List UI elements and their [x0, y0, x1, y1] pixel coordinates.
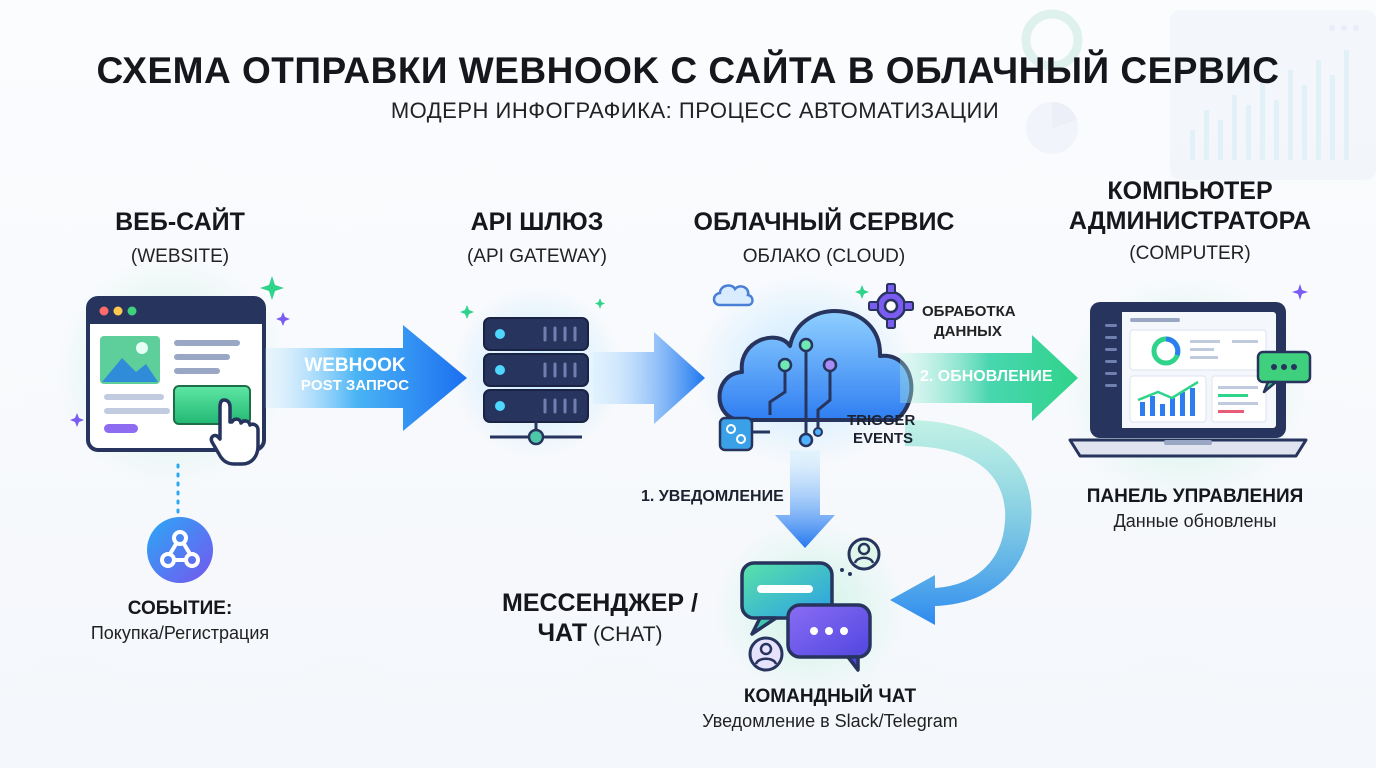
webhook-arrow-label: WEBHOOK POST ЗАПРОС: [290, 356, 420, 396]
computer-header: КОМПЬЮТЕР АДМИНИСТРАТОРА (COMPUTER): [1060, 176, 1320, 266]
team-chat-title: КОМАНДНЫЙ ЧАТ: [743, 686, 917, 707]
computer-subtitle: (COMPUTER): [1129, 243, 1251, 264]
cloud-subtitle: ОБЛАКО (CLOUD): [742, 246, 906, 267]
team-chat-caption: КОМАНДНЫЙ ЧАТ Уведомление в Slack/Telegr…: [660, 685, 1000, 733]
webhook-icon: [147, 517, 213, 583]
gateway-header: API ШЛЮЗ (API GATEWAY): [417, 207, 657, 269]
webhook-arrow: [265, 325, 467, 431]
gear-icon: [868, 283, 914, 329]
processing-label-line1: ОБРАБОТКА: [922, 303, 1016, 320]
panel-title: ПАНЕЛЬ УПРАВЛЕНИЯ: [1086, 486, 1304, 507]
messenger-caption: МЕССЕНДЖЕР / ЧАТ (CHAT): [470, 588, 730, 648]
automation-box-icon: [718, 416, 770, 452]
processing-label: ОБРАБОТКА ДАННЫХ: [922, 302, 1016, 342]
sparkle-icon: [460, 298, 605, 319]
processing-label-line2: ДАННЫХ: [934, 323, 1002, 340]
server-icon: [483, 317, 589, 446]
chat-bubbles-icon: [740, 561, 872, 672]
sparkle-icon: [1292, 284, 1308, 300]
page-title: СХЕМА ОТПРАВКИ WEBHOOK С САЙТА В ОБЛАЧНЫ…: [96, 50, 1280, 91]
gateway-title: API ШЛЮЗ: [470, 208, 604, 236]
notify-arrow: [775, 450, 835, 548]
page-subtitle: МОДЕРН ИНФОГРАФИКА: ПРОЦЕСС АВТОМАТИЗАЦИ…: [390, 98, 1000, 123]
event-title: СОБЫТИЕ:: [127, 598, 233, 619]
update-arrow: [900, 335, 1078, 421]
close-dot: [99, 306, 109, 316]
event-caption: СОБЫТИЕ: Покупка/Регистрация: [50, 597, 310, 645]
update-arrow-label: 2. ОБНОВЛЕНИЕ: [920, 368, 1053, 385]
small-cloud-icon: [712, 284, 754, 307]
user-avatar-icon: [847, 537, 881, 571]
panel-caption: ПАНЕЛЬ УПРАВЛЕНИЯ Данные обновлены: [1045, 485, 1345, 533]
trigger-label-line2: EVENTS: [853, 430, 914, 447]
messenger-title-line1: МЕССЕНДЖЕР /: [502, 589, 698, 617]
website-title: ВЕБ-САЙТ: [115, 208, 245, 236]
sparkle-icon: [260, 276, 284, 300]
maximize-dot: [127, 306, 137, 316]
user-avatar-icon: [748, 636, 784, 672]
event-description: Покупка/Регистрация: [90, 623, 270, 643]
notification-bubble-icon: [1256, 350, 1312, 394]
trigger-label-line1: TRIGGER: [847, 412, 916, 429]
computer-title-line2: АДМИНИСТРАТОРА: [1068, 207, 1312, 235]
post-request-label: POST ЗАПРОС: [300, 377, 410, 394]
dots-decor: [840, 568, 852, 576]
gateway-subtitle: (API GATEWAY): [466, 246, 608, 267]
hand-cursor-icon: [209, 398, 260, 466]
messenger-title-chat: ЧАТ: [537, 619, 588, 647]
website-header: ВЕБ-САЙТ (WEBSITE): [60, 207, 300, 269]
minimize-dot: [113, 306, 123, 316]
trigger-label: TRIGGER EVENTS: [847, 412, 915, 448]
laptop-icon: [1068, 302, 1308, 458]
website-subtitle: (WEBSITE): [130, 246, 230, 267]
curved-arrow: [890, 420, 1032, 625]
webhook-label: WEBHOOK: [304, 355, 406, 376]
gateway-arrow: [593, 332, 705, 424]
messenger-title-rest: (CHAT): [587, 623, 663, 646]
sparkle-icon: [855, 285, 869, 299]
cloud-title: ОБЛАЧНЫЙ СЕРВИС: [693, 208, 955, 236]
panel-description: Данные обновлены: [1113, 511, 1277, 531]
computer-title-line1: КОМПЬЮТЕР: [1107, 177, 1273, 205]
team-chat-description: Уведомление в Slack/Telegram: [702, 711, 958, 731]
notify-arrow-label: 1. УВЕДОМЛЕНИЕ: [641, 488, 784, 505]
background-decor: [1021, 9, 1376, 180]
sparkle-icon: [70, 312, 290, 427]
cloud-header: ОБЛАЧНЫЙ СЕРВИС ОБЛАКО (CLOUD): [654, 207, 994, 269]
